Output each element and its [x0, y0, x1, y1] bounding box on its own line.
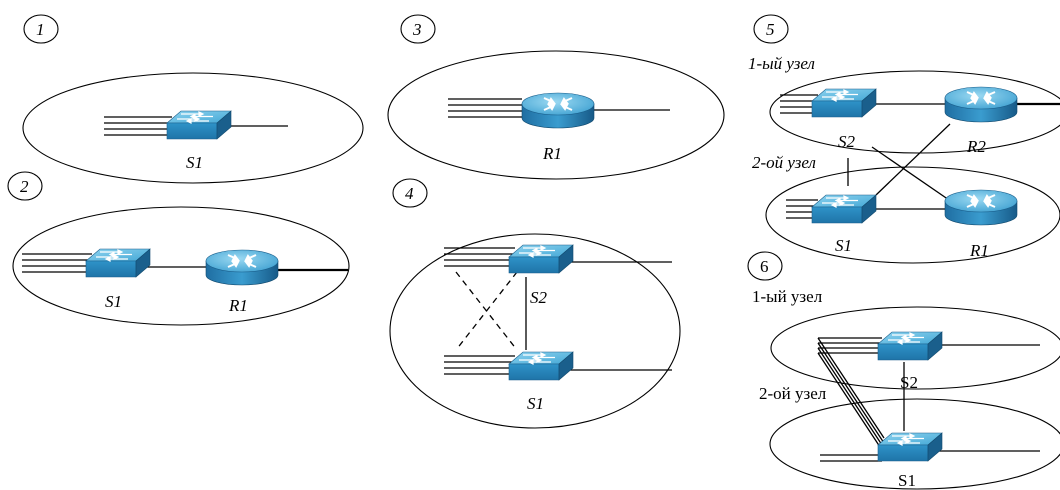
node-ellipse-2	[765, 166, 1060, 264]
router-icon	[205, 249, 279, 286]
panel-number-circle	[747, 251, 783, 281]
panel-1: 1 S1	[22, 14, 364, 184]
router-label: R1	[542, 144, 562, 163]
panel-number-circle	[400, 14, 436, 44]
router-icon	[944, 86, 1018, 123]
node-ellipse-1	[770, 306, 1060, 390]
node-ellipse	[12, 206, 350, 326]
node-1-label: 1-ый узел	[748, 54, 815, 73]
panel-number: 5	[766, 20, 775, 39]
node-ellipse-2	[769, 398, 1060, 490]
router-icon	[521, 92, 595, 129]
router-label: R1	[228, 296, 248, 315]
switch-label: S1	[898, 471, 916, 490]
panel-number: 2	[20, 177, 29, 196]
panel-number: 3	[412, 20, 422, 39]
switch-label: S1	[527, 394, 544, 413]
panel-5: 5 1-ый узел 2-ой узел S2 R2 S1 R1	[748, 14, 1060, 264]
node-2-label: 2-ой узел	[752, 153, 816, 172]
switch-icon	[508, 351, 574, 381]
router-label: R2	[966, 137, 986, 156]
node-ellipse	[22, 72, 364, 184]
switch-icon	[811, 88, 877, 118]
panel-4: 4 S2 S1	[389, 178, 681, 429]
switch-icon	[508, 244, 574, 274]
panel-number: 6	[760, 257, 769, 276]
switch-label: S2	[530, 288, 548, 307]
switch-label: S2	[900, 373, 918, 392]
panel-2: 2 S1 R1	[7, 171, 350, 326]
panel-number: 1	[36, 20, 45, 39]
router-label: R1	[969, 241, 989, 260]
node-1-label: 1-ый узел	[752, 287, 823, 306]
panel-number-circle	[7, 171, 43, 201]
panel-3: 3 R1	[387, 14, 725, 180]
panel-number: 4	[405, 184, 414, 203]
switch-icon	[877, 432, 943, 462]
switch-icon	[166, 110, 232, 140]
router-icon	[944, 189, 1018, 226]
panel-number-circle	[392, 178, 428, 208]
panel-number-circle	[753, 14, 789, 44]
panel-number-circle	[23, 14, 59, 44]
node-2-label: 2-ой узел	[759, 384, 827, 403]
switch-label: S1	[186, 153, 203, 172]
switch-label: S1	[835, 236, 852, 255]
node-ellipse	[387, 50, 725, 180]
panel-6: 6 1-ый узел 2-ой узел S2 S1	[747, 251, 1060, 490]
node-ellipse	[389, 233, 681, 429]
switch-icon	[877, 331, 943, 361]
switch-icon	[811, 194, 877, 224]
switch-label: S1	[105, 292, 122, 311]
switch-label: S2	[838, 132, 856, 151]
switch-icon	[85, 248, 151, 278]
